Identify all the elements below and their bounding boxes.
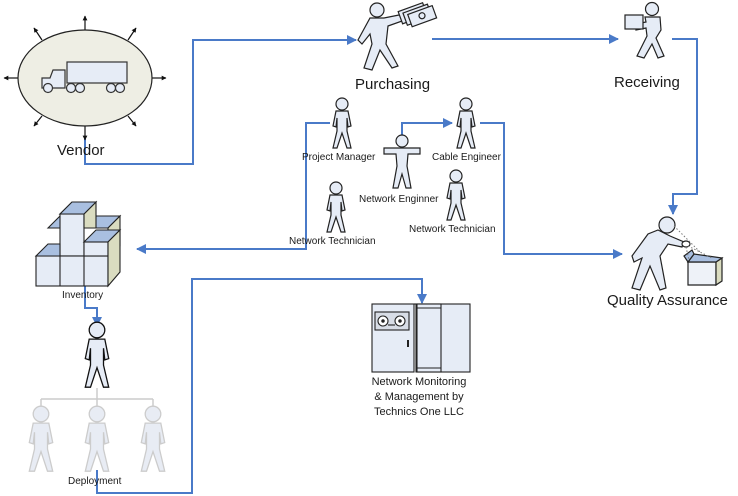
qa-node[interactable] xyxy=(631,216,724,291)
vendor-node[interactable] xyxy=(3,15,167,141)
team-label-network-technician-left: Network Technician xyxy=(289,236,376,247)
flow-vendor-to-purchasing xyxy=(84,35,357,165)
team-label-cable-engineer: Cable Engineer xyxy=(432,152,501,163)
purchasing-label: Purchasing xyxy=(355,76,431,93)
receiving-node[interactable] xyxy=(624,1,665,59)
team-member-cable-engineer[interactable] xyxy=(456,97,476,149)
connectors xyxy=(84,34,698,494)
person-carrying-box-icon xyxy=(624,1,665,59)
flow-receiving-to-qa xyxy=(668,38,698,215)
faded-person-icon xyxy=(140,405,166,472)
team-member-network-enginner[interactable] xyxy=(383,134,421,189)
stacked-boxes-icon xyxy=(34,200,122,288)
server-rack-icon xyxy=(371,303,471,373)
person-arms-out-icon xyxy=(383,134,421,189)
inspection-lines xyxy=(673,225,713,261)
team-member-network-technician-right[interactable] xyxy=(446,169,466,221)
flow-netengineer-to-cable xyxy=(401,118,453,135)
person-icon xyxy=(332,97,352,149)
qa-label: Quality Assurance xyxy=(607,292,728,309)
person-with-money-icon xyxy=(357,1,438,71)
truck-icon xyxy=(41,61,128,94)
flow-inventory-to-deployment xyxy=(84,286,102,327)
team-label-project-manager: Project Manager xyxy=(302,152,376,163)
faded-person-icon xyxy=(84,405,110,472)
network-monitoring-label: Network Monitoring & Management by Techn… xyxy=(371,376,467,418)
receiving-label: Receiving xyxy=(614,74,680,91)
deployment-label: Deployment xyxy=(68,476,122,487)
team-cluster xyxy=(326,97,476,233)
person-icon xyxy=(326,181,346,233)
network-monitoring-node[interactable] xyxy=(371,303,471,373)
team-label-network-enginner: Network Enginner xyxy=(359,194,439,205)
person-inspecting-box-icon xyxy=(631,216,724,291)
vendor-label: Vendor xyxy=(57,142,105,159)
deployment-node[interactable] xyxy=(28,321,166,472)
faded-person-icon xyxy=(28,405,54,472)
team-member-network-technician-left[interactable] xyxy=(326,181,346,233)
team-label-network-technician-right: Network Technician xyxy=(409,224,496,235)
person-icon xyxy=(446,169,466,221)
purchasing-node[interactable] xyxy=(357,0,438,71)
flow-pm-to-inventory xyxy=(136,122,330,254)
inventory-label: Inventory xyxy=(62,290,104,301)
person-icon xyxy=(456,97,476,149)
inventory-node[interactable] xyxy=(34,200,122,288)
flow-deployment-to-monitoring xyxy=(96,278,427,494)
flow-team-to-qa xyxy=(480,122,623,259)
manager-person-icon xyxy=(84,321,110,388)
org-chart-people-icon xyxy=(28,321,166,472)
team-member-project-manager[interactable] xyxy=(332,97,352,149)
